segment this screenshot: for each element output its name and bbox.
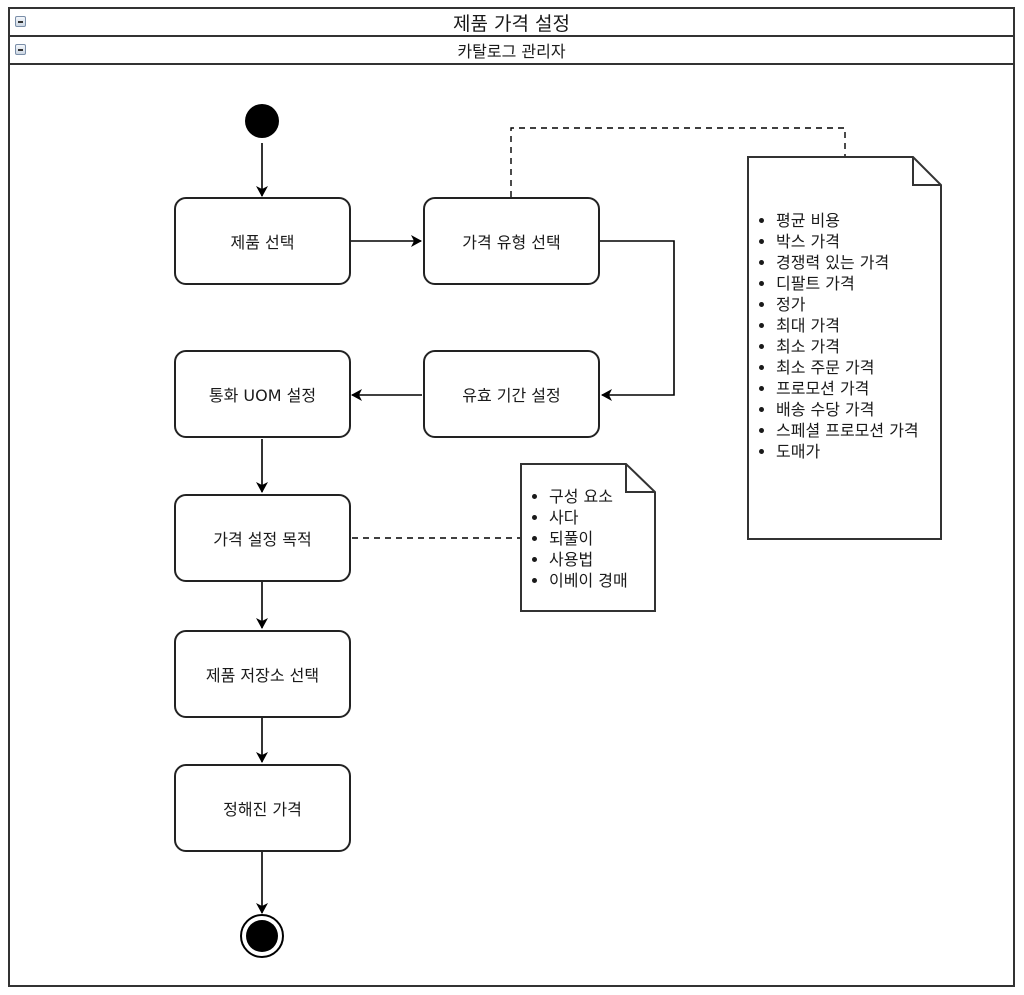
note-list-item: 배송 수당 가격 [776,399,940,420]
node-label: 유효 기간 설정 [462,386,561,405]
note-list-item: 박스 가격 [776,231,940,252]
lane-header: 카탈로그 관리자 [10,37,1013,65]
note-list-item: 도매가 [776,441,940,462]
note-list-item: 스페셜 프로모션 가격 [776,420,940,441]
action-set-currency-uom[interactable]: 통화 UOM 설정 [174,350,351,438]
note-list-item: 사용법 [549,549,653,570]
note-list-item: 이베이 경매 [549,570,653,591]
price-types-list-container: 평균 비용박스 가격경쟁력 있는 가격디팔트 가격정가최대 가격최소 가격최소 … [750,210,940,462]
start-node[interactable] [245,104,279,138]
pool-header: 제품 가격 설정 [10,9,1013,37]
node-label: 가격 유형 선택 [462,233,561,252]
note-list-item: 사다 [549,507,653,528]
lane-title: 카탈로그 관리자 [457,42,566,61]
note-list-item: 구성 요소 [549,486,653,507]
node-label: 제품 선택 [230,233,295,252]
note-list-item: 정가 [776,294,940,315]
note-list-item: 되풀이 [549,528,653,549]
swimlane-pool: 제품 가격 설정 카탈로그 관리자 [8,7,1015,987]
action-set-validity[interactable]: 유효 기간 설정 [423,350,600,438]
purposes-list: 구성 요소사다되풀이사용법이베이 경매 [523,486,653,591]
node-label: 정해진 가격 [223,800,302,819]
action-select-store[interactable]: 제품 저장소 선택 [174,630,351,718]
collapse-lane-icon[interactable] [15,44,26,55]
note-list-item: 최대 가격 [776,315,940,336]
note-list-item: 최소 주문 가격 [776,357,940,378]
collapse-pool-icon[interactable] [15,16,26,27]
node-label: 가격 설정 목적 [213,530,312,549]
note-list-item: 디팔트 가격 [776,273,940,294]
action-select-price-type[interactable]: 가격 유형 선택 [423,197,600,285]
node-label: 통화 UOM 설정 [208,386,317,405]
note-purposes[interactable] [520,463,656,612]
flow-price-type-to-validity [600,240,675,401]
node-label: 제품 저장소 선택 [205,666,320,685]
action-select-product[interactable]: 제품 선택 [174,197,351,285]
action-pricing-purpose[interactable]: 가격 설정 목적 [174,494,351,582]
action-fixed-price[interactable]: 정해진 가격 [174,764,351,852]
note-link-price-types [510,127,846,197]
note-price-types[interactable] [747,156,942,540]
purposes-list-container: 구성 요소사다되풀이사용법이베이 경매 [523,486,653,591]
pool-title: 제품 가격 설정 [453,12,570,35]
note-list-item: 프로모션 가격 [776,378,940,399]
end-node[interactable] [240,914,284,958]
note-list-item: 평균 비용 [776,210,940,231]
note-list-item: 최소 가격 [776,336,940,357]
price-types-list: 평균 비용박스 가격경쟁력 있는 가격디팔트 가격정가최대 가격최소 가격최소 … [750,210,940,462]
note-list-item: 경쟁력 있는 가격 [776,252,940,273]
